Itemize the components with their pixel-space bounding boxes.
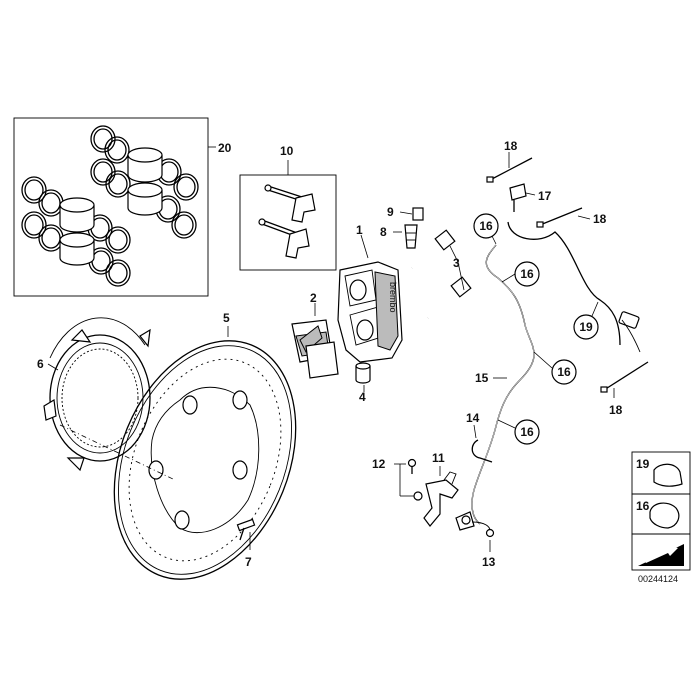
callout-16d: 16 bbox=[520, 425, 534, 439]
callout-18c: 18 bbox=[609, 403, 623, 417]
callout-circle-16a bbox=[473, 213, 499, 239]
seal-kit-group bbox=[13, 117, 216, 297]
callout-12: 12 bbox=[372, 457, 386, 471]
callout-16c: 16 bbox=[557, 365, 571, 379]
brake-disc bbox=[59, 326, 297, 580]
cable-tie-top bbox=[486, 152, 533, 183]
seal-rings bbox=[21, 125, 199, 287]
callout-18a: 18 bbox=[504, 139, 518, 153]
cable-tie-middle bbox=[536, 207, 591, 228]
caliper-brand-label: brembo bbox=[388, 282, 398, 313]
seal-kit-frame bbox=[13, 117, 209, 297]
callout-16b: 16 bbox=[520, 267, 534, 281]
callout-1: 1 bbox=[356, 223, 363, 237]
callout-5: 5 bbox=[223, 311, 230, 325]
abs-sensor-ring bbox=[43, 317, 151, 472]
legend-number-16: 16 bbox=[636, 499, 650, 513]
callout-14: 14 bbox=[466, 411, 480, 425]
pin-kit-group bbox=[239, 160, 337, 271]
callout-2: 2 bbox=[310, 291, 317, 305]
pin-kit-frame bbox=[239, 174, 337, 271]
legend-icon-clip-16 bbox=[649, 502, 680, 529]
callout-13: 13 bbox=[482, 555, 496, 569]
brake-caliper: brembo bbox=[337, 234, 403, 363]
callout-circle-19 bbox=[573, 314, 599, 340]
arrow-icon bbox=[644, 546, 678, 563]
legend-icon-clip-19 bbox=[653, 463, 683, 487]
reference-number: 00244124 bbox=[638, 574, 678, 584]
bracket-screws bbox=[394, 458, 495, 552]
callout-3: 3 bbox=[453, 256, 460, 270]
callout-8: 8 bbox=[380, 225, 387, 239]
line-clip bbox=[471, 424, 493, 463]
caliper-bolts bbox=[410, 229, 472, 320]
callout-10: 10 bbox=[280, 144, 294, 158]
brake-pads bbox=[291, 303, 339, 379]
callout-circle-16d bbox=[514, 419, 540, 445]
callout-7: 7 bbox=[245, 555, 252, 569]
callout-17: 17 bbox=[538, 189, 552, 203]
callout-6: 6 bbox=[37, 357, 44, 371]
cable-tie-bottom bbox=[600, 361, 649, 398]
cable-connector bbox=[509, 183, 536, 212]
sensor-bracket bbox=[413, 466, 491, 535]
legend-box bbox=[631, 451, 691, 571]
disc-screw bbox=[236, 518, 256, 550]
sleeve bbox=[355, 362, 371, 392]
legend-number-19: 19 bbox=[636, 457, 650, 471]
callout-16a: 16 bbox=[479, 219, 493, 233]
bleed-valve bbox=[393, 207, 424, 249]
abs-sensor-cable bbox=[507, 221, 641, 353]
callout-15: 15 bbox=[475, 371, 489, 385]
circled-callouts bbox=[473, 213, 599, 445]
callout-20: 20 bbox=[218, 141, 232, 155]
callout-19: 19 bbox=[579, 320, 593, 334]
brake-line bbox=[471, 244, 535, 525]
pistons bbox=[59, 147, 163, 266]
callout-11: 11 bbox=[432, 451, 445, 465]
callout-4: 4 bbox=[359, 390, 366, 404]
callout-9: 9 bbox=[387, 205, 394, 219]
callout-18b: 18 bbox=[593, 212, 607, 226]
callout-circle-16c bbox=[551, 359, 577, 385]
